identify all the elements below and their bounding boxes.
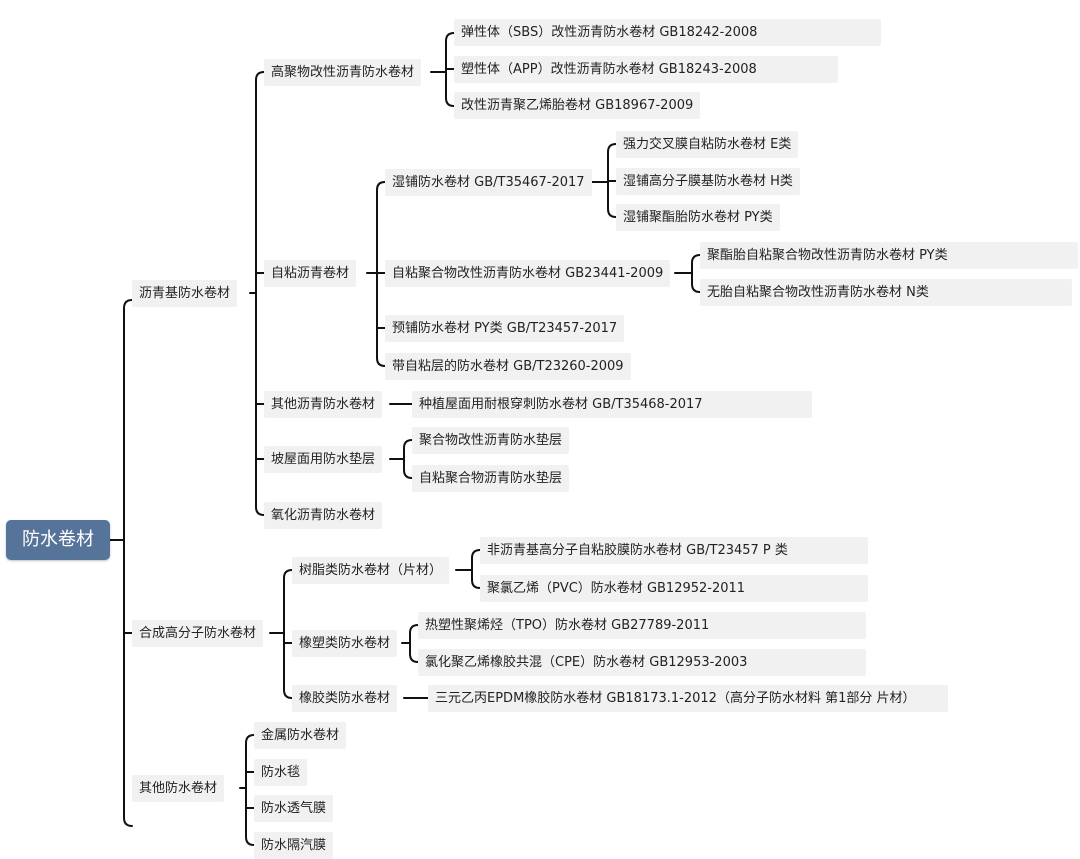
node-wet-laid-membrane[interactable]: 湿铺防水卷材 GB/T35467-2017 bbox=[385, 169, 592, 196]
node-other-membranes[interactable]: 其他防水卷材 bbox=[132, 775, 225, 802]
node-self-adhesive-asphalt[interactable]: 自粘沥青卷材 bbox=[264, 260, 357, 287]
node-pre-laid-membrane[interactable]: 预铺防水卷材 PY类 GB/T23457-2017 bbox=[385, 315, 625, 342]
node-pvc-membrane[interactable]: 聚氯乙烯（PVC）防水卷材 GB12952-2011 bbox=[480, 575, 868, 602]
root-node[interactable]: 防水卷材 bbox=[6, 520, 110, 560]
node-asphalt-based[interactable]: 沥青基防水卷材 bbox=[132, 280, 238, 307]
node-synthetic-polymer[interactable]: 合成高分子防水卷材 bbox=[132, 620, 264, 647]
node-polymer-n-type[interactable]: 无胎自粘聚合物改性沥青防水卷材 N类 bbox=[700, 279, 1072, 306]
node-oxidized-asphalt[interactable]: 氧化沥青防水卷材 bbox=[264, 502, 383, 529]
node-app-membrane[interactable]: 塑性体（APP）改性沥青防水卷材 GB18243-2008 bbox=[454, 56, 838, 83]
node-waterproof-blanket[interactable]: 防水毯 bbox=[254, 759, 308, 786]
node-rubber-plastic-membrane[interactable]: 橡塑类防水卷材 bbox=[292, 630, 398, 657]
node-epdm-membrane[interactable]: 三元乙丙EPDM橡胶防水卷材 GB18173.1-2012（高分子防水材料 第1… bbox=[428, 685, 948, 712]
node-slope-roof-underlay[interactable]: 坡屋面用防水垫层 bbox=[264, 446, 383, 473]
node-root-resistant-membrane[interactable]: 种植屋面用耐根穿刺防水卷材 GB/T35468-2017 bbox=[412, 391, 812, 418]
node-non-asphalt-self-adhesive-film[interactable]: 非沥青基高分子自粘胶膜防水卷材 GB/T23457 P 类 bbox=[480, 537, 868, 564]
node-polymer-modified-asphalt[interactable]: 高聚物改性沥青防水卷材 bbox=[264, 59, 422, 86]
node-metal-membrane[interactable]: 金属防水卷材 bbox=[254, 722, 347, 749]
node-other-asphalt[interactable]: 其他沥青防水卷材 bbox=[264, 391, 383, 418]
node-polymer-py-type[interactable]: 聚酯胎自粘聚合物改性沥青防水卷材 PY类 bbox=[700, 242, 1078, 269]
node-rubber-membrane[interactable]: 橡胶类防水卷材 bbox=[292, 685, 398, 712]
node-resin-membrane[interactable]: 树脂类防水卷材（片材） bbox=[292, 557, 450, 584]
node-self-adhesive-layer-membrane[interactable]: 带自粘层的防水卷材 GB/T23260-2009 bbox=[385, 353, 631, 380]
node-self-adhesive-polymer-membrane[interactable]: 自粘聚合物改性沥青防水卷材 GB23441-2009 bbox=[385, 260, 671, 287]
node-wet-laid-py-type[interactable]: 湿铺聚酯胎防水卷材 PY类 bbox=[616, 204, 780, 231]
node-breathable-membrane[interactable]: 防水透气膜 bbox=[254, 795, 334, 822]
node-sbs-membrane[interactable]: 弹性体（SBS）改性沥青防水卷材 GB18242-2008 bbox=[454, 19, 881, 46]
node-cpe-membrane[interactable]: 氯化聚乙烯橡胶共混（CPE）防水卷材 GB12953-2003 bbox=[418, 649, 866, 676]
node-pe-tire-membrane[interactable]: 改性沥青聚乙烯胎卷材 GB18967-2009 bbox=[454, 92, 701, 119]
node-wet-laid-h-type[interactable]: 湿铺高分子膜基防水卷材 H类 bbox=[616, 168, 800, 195]
node-tpo-membrane[interactable]: 热塑性聚烯烃（TPO）防水卷材 GB27789-2011 bbox=[418, 612, 866, 639]
node-wet-laid-e-type[interactable]: 强力交叉膜自粘防水卷材 E类 bbox=[616, 131, 799, 158]
node-self-adhesive-underlay[interactable]: 自粘聚合物沥青防水垫层 bbox=[412, 465, 570, 492]
node-polymer-modified-underlay[interactable]: 聚合物改性沥青防水垫层 bbox=[412, 427, 570, 454]
